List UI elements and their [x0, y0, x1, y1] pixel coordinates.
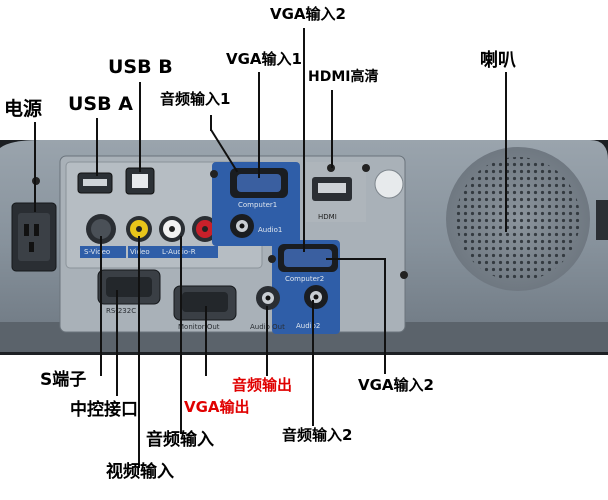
leader-line-vga-in-2-bottom-h: [326, 258, 384, 260]
label-usb-a: USB A: [68, 93, 133, 115]
label-vga-out: VGA输出: [184, 398, 250, 416]
leader-line-power: [34, 122, 36, 212]
label-speaker: 喇叭: [480, 50, 516, 71]
label-usb-b: USB B: [108, 56, 173, 78]
leader-line-vga-in-1: [258, 72, 260, 178]
leader-line-vga-out: [205, 306, 207, 376]
label-audio-in-2: 音频输入2: [282, 426, 353, 444]
label-audio-in-1: 音频输入1: [160, 90, 231, 108]
label-vga-in-1: VGA输入1: [226, 50, 302, 68]
label-audio-out: 音频输出: [232, 376, 293, 394]
leader-line-audio-in-2: [312, 300, 314, 426]
leader-line-rs232: [116, 290, 118, 396]
label-hdmi: HDMI高清: [308, 69, 379, 85]
panel-marking-s-video: S-Video: [84, 248, 111, 256]
leader-line-usb-b: [139, 82, 141, 172]
label-vga-in-2-bottom: VGA输入2: [358, 376, 434, 394]
panel-marking-audio1: Audio1: [258, 226, 283, 234]
leader-line-audio-out: [266, 306, 268, 376]
panel-marking-l-audio-r: L-Audio-R: [162, 248, 196, 256]
label-video-in: 视频输入: [106, 462, 174, 482]
label-rs232-control: 中控接口: [70, 400, 138, 420]
panel-marking-hdmi: HDMI: [318, 213, 337, 221]
panel-marking-rs232c: RS-232C: [106, 307, 137, 315]
leader-line-vga-in-2-top: [303, 28, 305, 252]
label-power: 电源: [4, 98, 43, 120]
panel-marking-computer2: Computer2: [285, 275, 325, 283]
label-vga-in-2-top: VGA输入2: [270, 5, 346, 23]
leader-line-hdmi: [331, 90, 333, 168]
leader-line-audio-in: [180, 236, 182, 434]
panel-marking-monitor-out: Monitor Out: [178, 323, 220, 331]
leader-line-audio-in-1a: [210, 115, 212, 131]
leader-line-s-video: [100, 236, 102, 376]
panel-marking-audio2: Audio2: [296, 322, 321, 330]
label-s-video: S端子: [40, 370, 87, 390]
label-audio-in: 音频输入: [146, 430, 214, 450]
leader-line-video-in: [138, 236, 140, 468]
leader-line-usb-a: [96, 118, 98, 176]
leader-line-vga-in-2-bottom-v: [384, 258, 386, 374]
leader-line-speaker: [505, 72, 507, 232]
panel-marking-computer1: Computer1: [238, 201, 278, 209]
